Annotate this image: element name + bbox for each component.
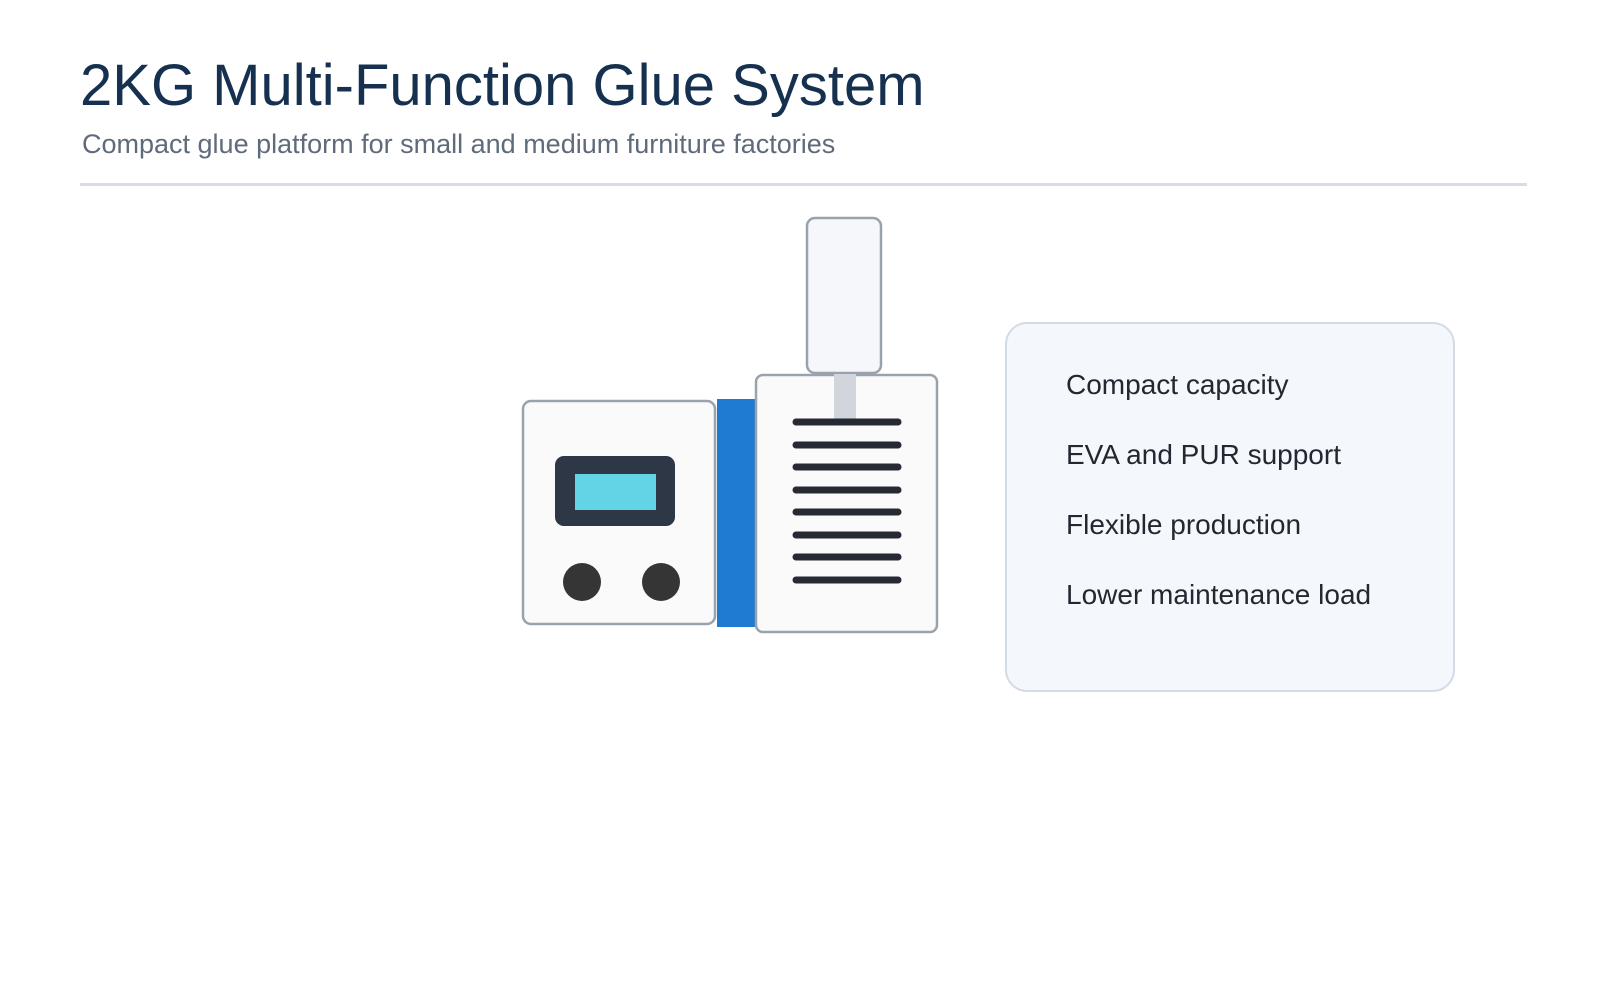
page-subtitle: Compact glue platform for small and medi… [82, 129, 836, 159]
feature-item: Lower maintenance load [1066, 579, 1372, 610]
vent-slots [792, 418, 902, 584]
knob-left [563, 563, 601, 601]
knob-right [642, 563, 680, 601]
page-title: 2KG Multi-Function Glue System [80, 53, 925, 118]
feature-item: EVA and PUR support [1066, 439, 1341, 470]
display-screen [575, 474, 656, 510]
features-panel: Compact capacity EVA and PUR support Fle… [1005, 322, 1455, 692]
feature-item: Compact capacity [1066, 369, 1289, 400]
feature-item: Flexible production [1066, 509, 1302, 540]
hopper-neck [834, 374, 856, 419]
glue-hopper [805, 216, 883, 375]
accent-connector [717, 399, 757, 627]
header-divider [80, 183, 1527, 186]
